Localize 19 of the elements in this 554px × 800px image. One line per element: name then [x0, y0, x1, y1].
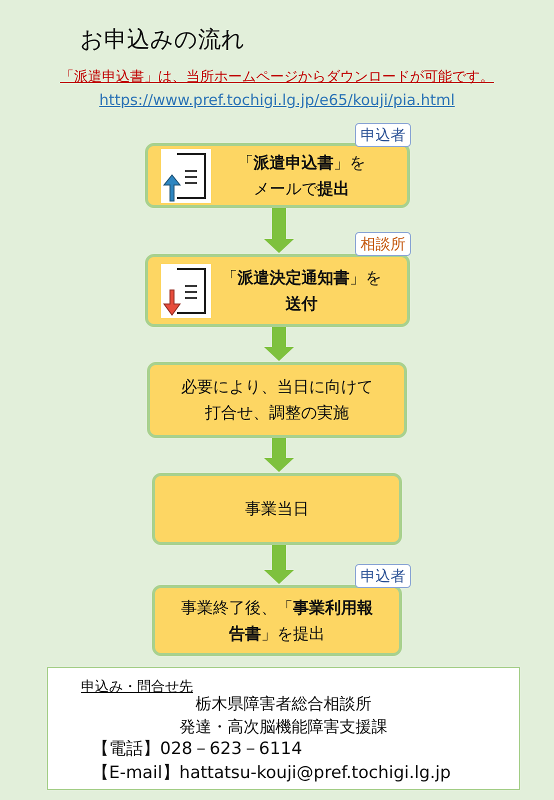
- flow-arrow: [264, 545, 294, 584]
- role-tag: 相談所: [355, 232, 411, 256]
- flow-arrow: [264, 327, 294, 361]
- role-tag: 申込者: [355, 123, 411, 147]
- step-box: 「派遣申込書」をメールで提出: [145, 143, 410, 208]
- step-box: 事業当日: [152, 473, 402, 545]
- department-name: 発達・高次脳機能障害支援課: [180, 717, 388, 736]
- url-link: https://www.pref.tochigi.lg.jp/e65/kouji/pia.html: [99, 91, 455, 109]
- office-name: 栃木県障害者総合相談所: [196, 694, 372, 713]
- step-box: 事業終了後、「事業利用報告書」を提出: [152, 585, 402, 656]
- role-tag: 申込者: [355, 564, 411, 588]
- step-box: 「派遣決定通知書」を送付: [145, 254, 410, 327]
- contact-box: [47, 667, 520, 790]
- phone-number: 【電話】028－623－6114: [92, 739, 302, 759]
- step-box: 必要により、当日に向けて打合せ、調整の実施: [147, 362, 407, 438]
- title: お申込みの流れ: [80, 26, 245, 55]
- email-address: 【E-mail】hattatsu-kouji@pref.tochigi.lg.jp: [92, 763, 451, 783]
- flow-arrow: [264, 208, 294, 253]
- flow-arrow: [264, 438, 294, 472]
